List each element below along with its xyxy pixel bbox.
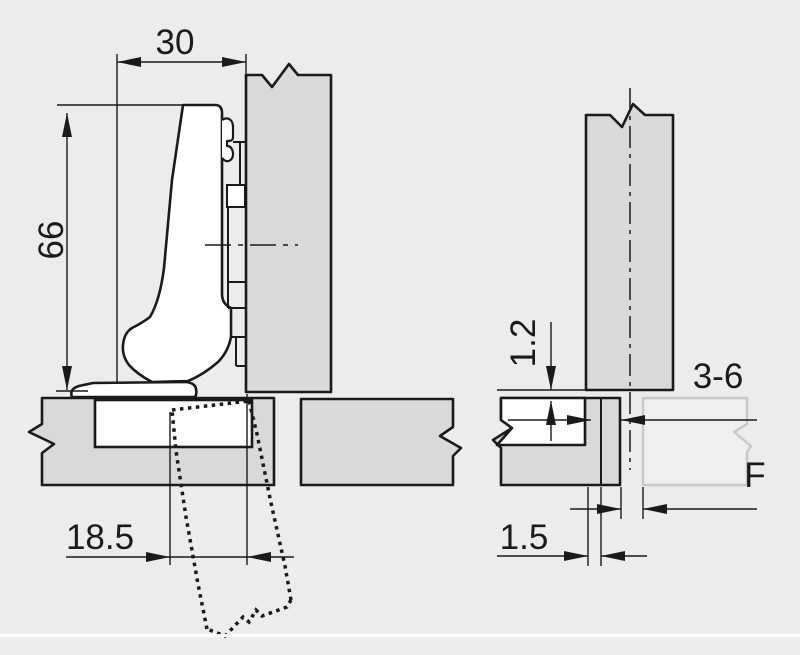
- left-view: 30 66 18.5: [27, 23, 463, 639]
- dimension-66: 66: [32, 104, 183, 392]
- hinge-cam-hook: [221, 117, 235, 163]
- dimension-18-5: 18.5: [66, 394, 294, 565]
- label-overlay: 1.2: [504, 319, 543, 368]
- dimension-f: F: [570, 456, 766, 519]
- label-edge-range: 3-6: [693, 357, 744, 396]
- dimension-30: 30: [116, 23, 247, 383]
- hinge-arm: [121, 103, 233, 384]
- ghost-cabinet-panel: [641, 396, 753, 487]
- label-height: 66: [32, 221, 71, 260]
- dimension-3-6: 3-6: [508, 357, 757, 425]
- right-view: 1.2 3-6 F 1.5: [491, 88, 766, 566]
- cup-flange: [70, 380, 198, 399]
- label-reveal: 1.5: [500, 518, 549, 557]
- label-depth: 30: [156, 23, 195, 62]
- door-rabbet: [495, 396, 587, 447]
- dimension-1-5: 1.5: [497, 487, 647, 566]
- cabinet-side-panel: [244, 62, 333, 394]
- label-cup-distance: 18.5: [66, 518, 134, 557]
- bottom-rule: [0, 634, 800, 637]
- dimension-1-2: 1.2: [497, 319, 589, 441]
- mounting-plate: [226, 141, 246, 367]
- label-gap-f: F: [744, 456, 765, 495]
- cabinet-bottom-panel: [299, 397, 463, 487]
- hinge-body: [70, 103, 246, 399]
- open-door-dotted-outline: [170, 399, 293, 639]
